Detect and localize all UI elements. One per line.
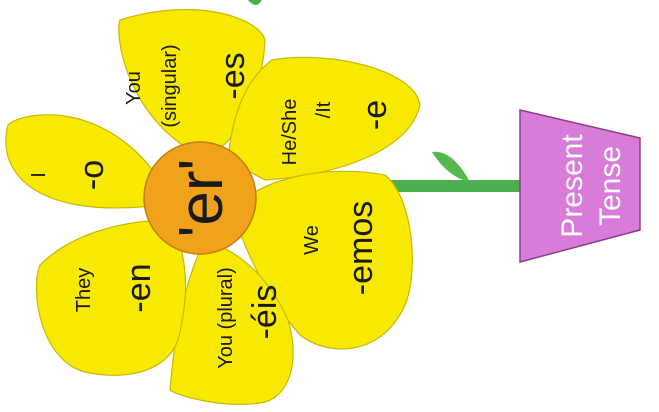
pot-label-line2: Tense — [594, 146, 627, 226]
ending-emos: -emos — [342, 201, 380, 295]
pronoun-he-she-it-line1: He/She — [279, 99, 301, 166]
center-label: 'er' — [167, 159, 236, 238]
petal-they — [36, 220, 185, 375]
pronoun-he-she-it-line2: /It — [313, 101, 335, 118]
pronoun-you-singular-line1: You — [123, 71, 145, 105]
ending-es: -es — [214, 52, 252, 99]
pot-label-line1: Present — [556, 134, 589, 238]
pronoun-they: They — [73, 268, 95, 312]
pronoun-you-singular-line2: (singular) — [159, 44, 181, 127]
ending-o: -o — [73, 160, 111, 190]
top-leaf-fragment — [248, 0, 262, 5]
ending-e: -e — [356, 100, 394, 130]
ending-en: -en — [120, 263, 158, 312]
ending-eis: -éis — [246, 285, 284, 340]
pronoun-i: I — [28, 172, 50, 178]
stem — [380, 180, 528, 192]
stem-leaf — [432, 152, 470, 182]
pronoun-you-plural: You (plural) — [215, 267, 237, 369]
pronoun-we: We — [301, 225, 323, 255]
